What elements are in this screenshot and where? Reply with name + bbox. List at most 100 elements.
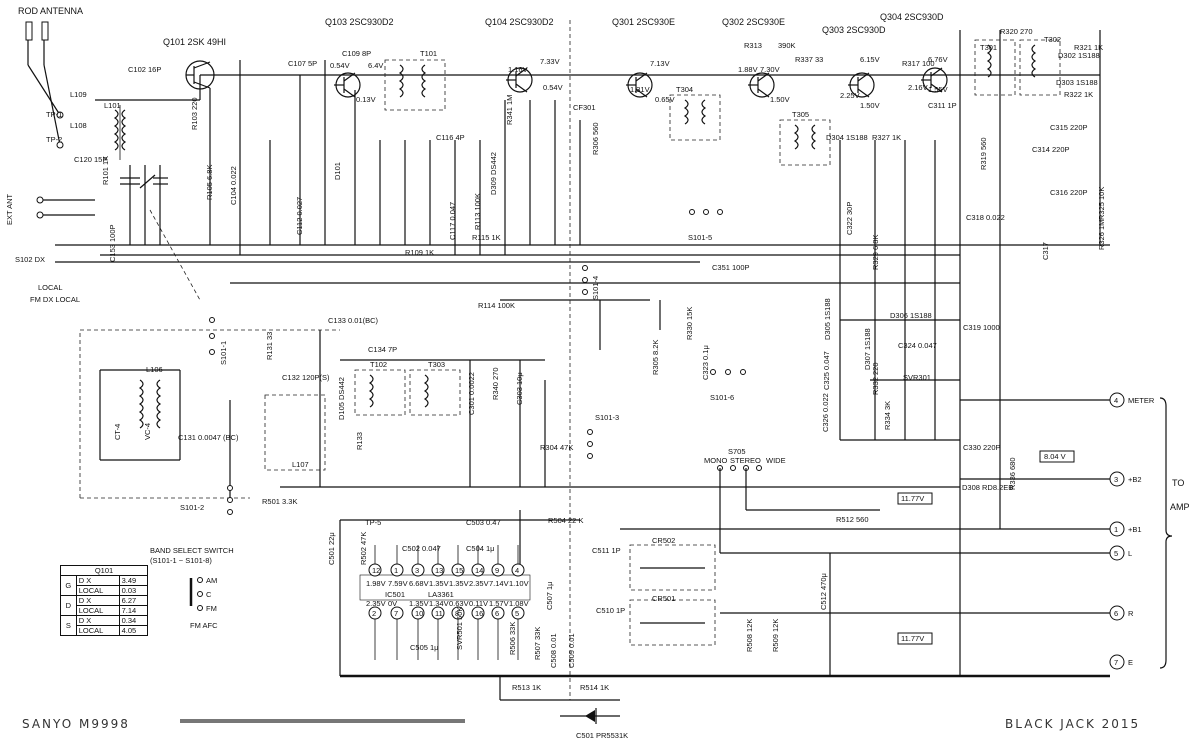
c317-label: C317	[1041, 242, 1050, 260]
band-select-symbol	[189, 577, 203, 611]
cf301-label: CF301	[573, 103, 596, 112]
voltage-q301_e: 0.65V	[655, 95, 675, 104]
t301-label: T301	[980, 43, 997, 52]
tp1-label: TP-1	[46, 110, 62, 119]
e-voltage: 11.77V	[901, 634, 924, 643]
output-terminal-label: E	[1128, 658, 1133, 667]
t304-t305-transformers	[669, 94, 831, 166]
t304-label: T304	[676, 85, 693, 94]
r332-label: R332 220	[871, 362, 880, 395]
c120-label: C120 15P	[74, 155, 107, 164]
r133-label: R133	[355, 432, 364, 450]
l107-label: L107	[292, 460, 309, 469]
c116-label: C116 4P	[436, 133, 465, 142]
s101-4-label: S101-4	[591, 276, 600, 300]
voltage-q304_c: 6.76V	[928, 55, 948, 64]
c330-label: C330 220P	[963, 443, 1001, 452]
c316-label: C316 220P	[1050, 188, 1088, 197]
c509-label: C509 0.01	[567, 633, 576, 668]
ic-pin: 80.63V	[449, 599, 469, 660]
svr301-label: SVR301	[903, 373, 931, 382]
la3361-label: LA3361	[428, 590, 454, 599]
r320-label: R320 270	[1000, 27, 1033, 36]
ic-pin: 51.08V	[509, 599, 529, 660]
q101-mode-cell: LOCAL	[75, 605, 120, 616]
to-amp-label-2: AMP	[1170, 502, 1190, 512]
cr502-label: CR502	[652, 536, 675, 545]
r508-label: R508 12K	[745, 619, 754, 652]
output-terminal-number: 5	[1114, 549, 1118, 558]
s705-label: S705	[728, 447, 746, 456]
ic-pin-voltage: 1.34V	[429, 599, 449, 608]
ic-pin: 70V	[388, 599, 404, 660]
supply-rails	[55, 30, 1110, 678]
switch-contact	[725, 369, 731, 375]
r322-label: R322 1K	[1064, 90, 1093, 99]
r330-label: R330 15K	[685, 307, 694, 340]
r340-label: R340 270	[491, 367, 500, 400]
voltage-q303_b: 2.25V	[840, 91, 860, 100]
r321-label: R321 1K	[1074, 43, 1103, 52]
q302-label: Q302 2SC930E	[722, 17, 785, 27]
q101-voltage-cell: 6.27	[118, 595, 149, 606]
d305-label: D305 1S188	[823, 298, 832, 340]
c314-label: C314 220P	[1032, 145, 1070, 154]
ic-pin: 151.35V	[449, 545, 469, 588]
d308-label: D308 RD8.2EB	[962, 483, 1013, 492]
voltage-q104_b: 1.16V	[508, 65, 528, 74]
fm-dx-local-label: FM DX LOCAL	[30, 295, 80, 304]
output-terminal-label: +B1	[1128, 525, 1142, 534]
b2-voltage: 8.04 V	[1044, 452, 1066, 461]
ic-pin-number: 13	[435, 566, 443, 575]
output-terminal-number: 7	[1114, 658, 1118, 667]
footer-credit: BLACK JACK 2015	[1005, 717, 1140, 731]
ic-pin-voltage: 1.35V	[409, 599, 429, 608]
switch-contact	[587, 453, 593, 459]
r115-label: R115 1K	[472, 233, 501, 242]
c510-label: C510 1P	[596, 606, 625, 615]
e-voltage-box	[897, 632, 933, 645]
band-select-label: BAND SELECT SWITCH	[150, 546, 234, 555]
ic-pin: 142.35V	[469, 545, 489, 588]
ic-pin-number: 7	[394, 609, 398, 618]
q101-fet-symbol	[185, 60, 215, 245]
ic-pin-number: 1	[394, 566, 398, 575]
s101-6-label: S101-6	[710, 393, 734, 402]
r513-label: R513 1K	[512, 683, 541, 692]
d303-label: D303 1S188	[1056, 78, 1098, 87]
l101-coil	[95, 75, 201, 160]
s102-label: S102 DX	[15, 255, 45, 264]
output-terminal-number: 1	[1114, 525, 1118, 534]
r113-label: R113 100K	[473, 193, 482, 230]
output-terminal-number: 6	[1114, 609, 1118, 618]
t303-label: T303	[428, 360, 445, 369]
q101-voltage-cell: 3.49	[118, 575, 149, 586]
q301-label: Q301 2SC930E	[612, 17, 675, 27]
l106-label: L106	[146, 365, 163, 374]
r313-label: R313	[744, 41, 762, 50]
footer-rule	[180, 719, 465, 723]
q101-mode-cell: LOCAL	[75, 585, 120, 596]
ic-pin: 131.35V	[429, 545, 449, 588]
svr501-label: SVR501 50K	[455, 607, 464, 650]
c112-label: C112 0.027	[295, 197, 304, 235]
c323-label: C323 0.1μ	[701, 345, 710, 380]
ic-pin: 61.57V	[489, 599, 509, 660]
switch-contact	[582, 265, 588, 271]
r109-label: R109 1K	[405, 248, 434, 257]
q104-symbol	[506, 67, 533, 93]
voltage-q103_b: 0.54V	[330, 61, 350, 70]
voltage-q304_b: 2.16V	[908, 83, 928, 92]
ic-pin-number: 14	[475, 566, 483, 575]
voltage-q302_e: 1.50V	[770, 95, 790, 104]
ic-pin-voltage: 0.63V	[449, 599, 469, 608]
ct4-label: CT-4	[113, 424, 122, 440]
l108-label: L108	[70, 121, 87, 130]
ic-pin-voltage: 1.10V	[509, 579, 529, 588]
pos-c-label: C	[206, 590, 212, 599]
output-terminal-label: R	[1128, 609, 1134, 618]
